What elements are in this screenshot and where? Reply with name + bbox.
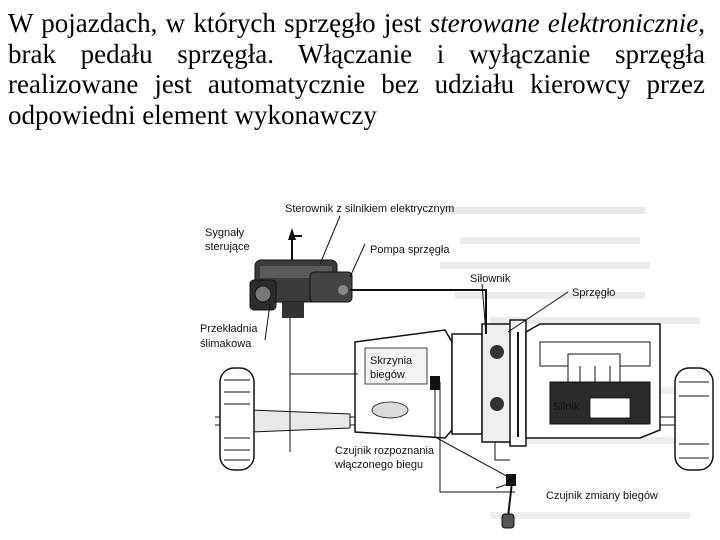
gear-position-sensor [430,376,440,437]
label-signals-line1: Sygnały [205,227,245,239]
intro-emphasis: sterowane elektronicznie [429,8,699,38]
label-gearbox-line2: biegów [370,369,405,381]
controller-unit [249,259,353,318]
label-signals-line2: sterujące [205,241,250,253]
clutch-assembly [451,319,527,447]
connection-lines [288,228,515,493]
gear-lever [434,436,516,529]
label-controller: Sterownik z silnikiem elektrycznym [285,203,454,215]
label-worm-gear-line1: Przekładnia [200,323,258,335]
clutch-system-diagram: Sterownik z silnikiem elektrycznym Sygna… [200,203,714,529]
diagram-labels: Sterownik z silnikiem elektrycznym Sygna… [200,203,658,502]
intro-text-start: W pojazdach, w których sprzęgło jest [8,8,430,38]
label-gear-sensor-line1: Czujnik rozpoznania [335,445,435,457]
intro-paragraph: W pojazdach, w których sprzęgło jest ste… [8,8,705,130]
engine-block [525,323,661,439]
right-wheel [674,367,714,471]
label-gear-sensor-line2: włączonego biegu [334,459,423,471]
label-engine: Silnik [553,401,580,413]
leader-lines [264,215,569,489]
label-clutch: Sprzęgło [572,287,615,299]
left-wheel [219,367,255,471]
label-shift-sensor: Czujnik zmiany biegów [546,490,658,502]
label-worm-gear-line2: ślimakowa [200,338,252,350]
label-pump: Pompa sprzęgła [370,244,450,256]
label-actuator: Siłownik [470,273,511,285]
label-gearbox-line1: Skrzynia [370,355,413,367]
intro-text-end: , brak pedału sprzęgła. Włączanie i wyłą… [8,8,705,130]
